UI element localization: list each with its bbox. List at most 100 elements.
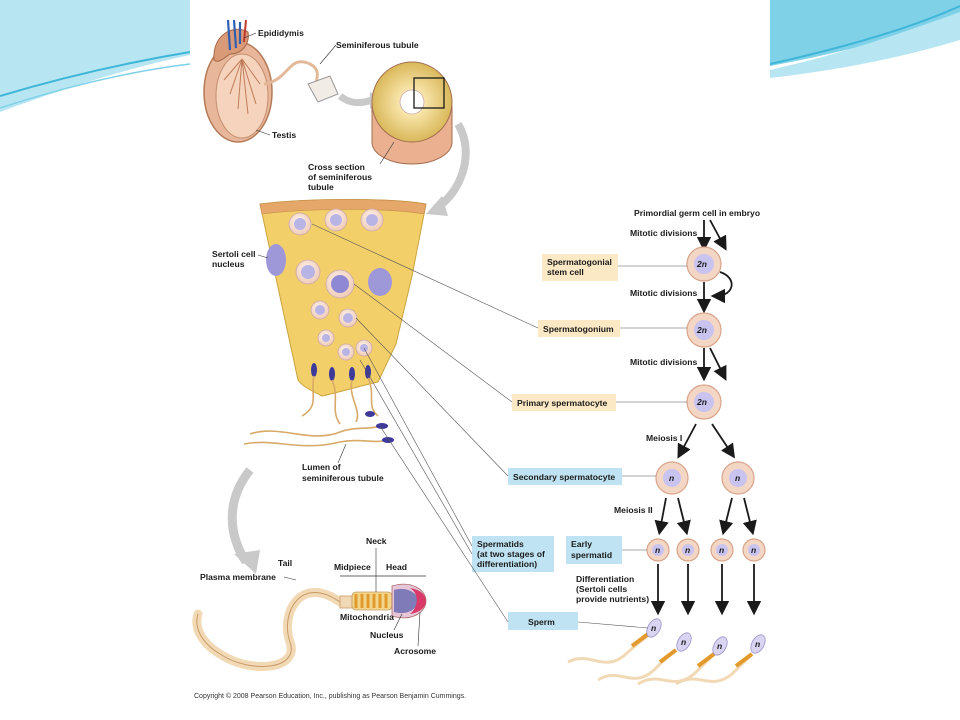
label-cross-section-3: tubule [308,182,334,192]
late-spermatid-head-2 [329,367,335,381]
sertoli-nucleus-1 [266,244,286,276]
box-spermatids: Spermatids (at two stages of differentia… [472,536,554,572]
leader-spermatids-b [359,359,473,555]
tubule-cut-marker [307,75,339,103]
leader-sertoli [257,254,269,259]
label-lumen-2: seminiferous tubule [302,473,384,483]
box-spermatogonium-text: Spermatogonium [543,324,614,334]
nucleus [315,305,325,315]
label-tail: Tail [278,558,292,568]
zoom-square [413,77,445,109]
leader-lumen [337,443,347,464]
label-plasma-membrane: Plasma membrane [200,572,276,582]
box-primary-text: Primary spermatocyte [517,398,608,408]
red-vessel [243,19,247,43]
figure-panel: Epididymis Seminiferous tubule Testis Cr… [190,14,770,706]
nucleus [343,313,353,323]
mature-sperm-2: n [597,632,692,682]
leader-nucleus [393,613,403,631]
testis-illustration [203,19,273,143]
label-mitochondria: Mitochondria [340,612,394,622]
ploidy-sperm-4: n [755,639,760,649]
spermatogenesis-figure: Epididymis Seminiferous tubule Testis Cr… [192,19,766,700]
box-spermatids-l2: (at two stages of [477,549,545,559]
top-right-swoosh-light [770,12,960,78]
label-cross-section-2: of seminiferous [308,172,372,182]
label-diff-2: (Sertoli cells [576,584,627,594]
ploidy-secondary-right: n [735,473,740,483]
label-cross-section-1: Cross section [308,162,365,172]
ploidy-sperm-1: n [651,623,656,633]
cell-nucleus [716,544,728,556]
ploidy-early-3: n [719,545,724,555]
arrow-to-tissue-head [426,196,448,216]
arrow-meiosis1-right [711,423,735,459]
arrow-to-cross-section [337,93,374,107]
cell-nucleus [694,320,714,340]
leader-sperm-tissue [379,425,509,623]
ploidy-spermatogonium: 2n [696,325,707,335]
cell-nucleus [729,469,747,487]
label-sertoli-2: nucleus [212,259,245,269]
label-mitotic-1: Mitotic divisions [630,228,698,238]
mature-sperm-3: n [637,636,728,686]
nucleus [366,214,378,226]
top-right-swoosh-line [769,5,960,65]
ploidy-primary: 2n [696,397,707,407]
box-early-l2: spermatid [571,550,612,560]
leader-seminiferous [319,44,337,65]
lumen-sperm-head-2 [382,437,394,443]
leader-spermatids-a [363,347,473,547]
arrow-m2-2 [676,497,691,536]
box-sperm: Sperm [508,612,578,630]
ploidy-early-4: n [751,545,756,555]
label-neck: Neck [366,536,387,546]
nucleus [331,275,349,293]
sperm-nucleus [394,588,418,614]
nucleus [301,265,315,279]
sperm-acrosome [410,588,426,614]
box-early-l1: Early [571,539,592,549]
leader-epididymis [243,32,257,39]
cell-secondary-left: n [655,461,689,495]
leader-acrosome [417,611,421,647]
sertoli-nucleus-2 [368,268,392,296]
label-sertoli-1: Sertoli cell [212,249,255,259]
box-secondary-spermatocyte: Secondary spermatocyte [508,468,622,485]
leader-secondary-tissue [355,317,509,477]
arrow-m2-1 [654,497,669,536]
cell-nucleus [652,544,664,556]
cell-primary: 2n [686,384,722,420]
nucleus [342,348,350,356]
label-epididymis: Epididymis [258,28,304,38]
label-meiosis-2: Meiosis II [614,505,653,515]
blood-vessels [226,19,242,51]
box-spermatids-l1: Spermatids [477,539,524,549]
label-diff-3: provide nutrients) [576,594,649,604]
leader-plasma-membrane [283,576,297,581]
box-stem-l1: Spermatogonial [547,257,612,267]
arrow-to-sperm-detail [227,467,254,565]
early-spermatids: n n n n [646,538,766,562]
ploidy-early-2: n [685,545,690,555]
cell-stem: 2n [686,246,722,282]
label-lumen-1: Lumen of [302,462,341,472]
sperm-tail-large-outline [196,592,341,667]
top-right-swoosh [770,0,960,66]
arrow-self-renew [710,271,733,304]
label-head: Head [386,562,407,572]
ploidy-sperm-2: n [681,637,686,647]
arrow-to-sperm-detail-head [234,550,260,574]
label-nucleus: Nucleus [370,630,404,640]
arrow-m2-3 [719,497,734,536]
mature-sperm-4: n [675,634,766,686]
cell-nucleus [682,544,694,556]
late-spermatid-head-4 [365,365,371,379]
top-left-swoosh [0,0,190,112]
mature-sperm-1: n [567,618,662,664]
leader-cross-section [379,141,395,165]
ploidy-sperm-3: n [717,641,722,651]
nucleus [294,218,306,230]
lumen-sperm-head-1 [376,423,388,429]
